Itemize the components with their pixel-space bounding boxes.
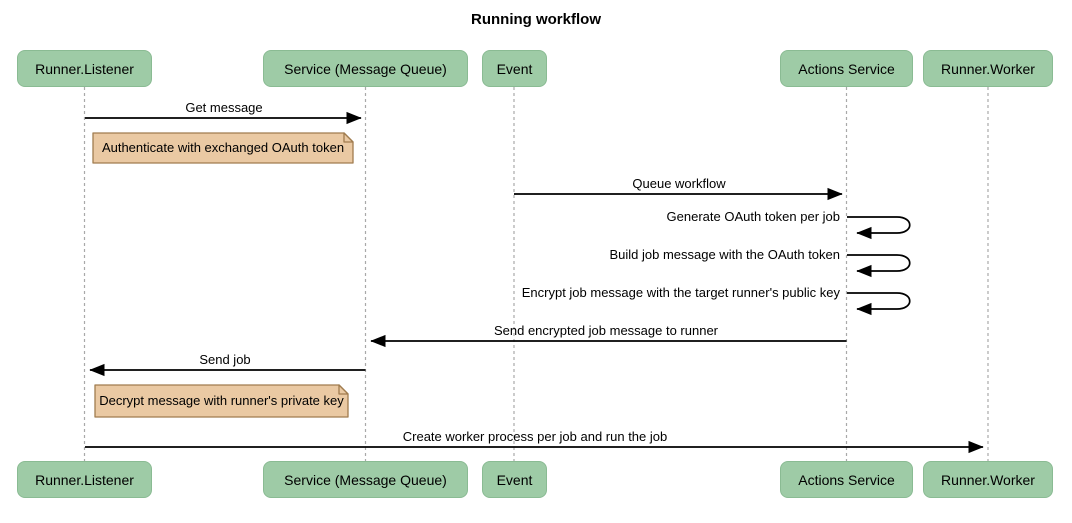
message-label-encrypt-job-message: Encrypt job message with the target runn… (521, 285, 840, 300)
participant-label: Runner.Listener (35, 60, 134, 77)
participant-label: Service (Message Queue) (284, 471, 447, 488)
participant-bottom-actions-service: Actions Service (780, 461, 913, 498)
participant-bottom-service-message-queue: Service (Message Queue) (263, 461, 468, 498)
participant-label: Actions Service (798, 60, 895, 77)
message-label-generate-oauth-token: Generate OAuth token per job (666, 209, 840, 224)
participant-label: Event (496, 60, 533, 77)
participant-bottom-runner-listener: Runner.Listener (17, 461, 152, 498)
participant-label: Service (Message Queue) (284, 60, 447, 77)
participant-label: Runner.Worker (941, 60, 1035, 77)
note-box-authenticate (92, 132, 354, 164)
message-label-get-message: Get message (185, 100, 263, 115)
message-arrows (85, 111, 984, 454)
message-label-create-worker-process: Create worker process per job and run th… (402, 429, 668, 444)
message-label-build-job-message: Build job message with the OAuth token (609, 247, 840, 262)
message-label-send-encrypted-job-message: Send encrypted job message to runner (493, 323, 719, 338)
note-fold-authenticate (343, 132, 354, 143)
note-label-decrypt: Decrypt message with runner's private ke… (99, 393, 344, 408)
self-arrow-generate-oauth-token (847, 216, 911, 240)
participant-label: Runner.Listener (35, 471, 134, 488)
participant-label: Actions Service (798, 471, 895, 488)
participant-top-service-message-queue: Service (Message Queue) (263, 50, 468, 87)
note-label-authenticate: Authenticate with exchanged OAuth token (101, 140, 345, 155)
message-label-queue-workflow: Queue workflow (632, 176, 726, 191)
self-arrow-encrypt-job-message (847, 292, 911, 316)
participant-bottom-event: Event (482, 461, 547, 498)
participant-label: Runner.Worker (941, 471, 1035, 488)
participant-top-actions-service: Actions Service (780, 50, 913, 87)
note-shapes (92, 132, 354, 418)
note-box-decrypt (94, 384, 349, 418)
self-arrow-build-job-message (847, 254, 911, 278)
note-fold-decrypt (338, 384, 349, 395)
message-label-send-job: Send job (199, 352, 251, 367)
diagram-title: Running workflow (471, 11, 601, 28)
participant-bottom-runner-worker: Runner.Worker (923, 461, 1053, 498)
lifelines (83, 87, 989, 461)
participant-top-runner-listener: Runner.Listener (17, 50, 152, 87)
participant-top-event: Event (482, 50, 547, 87)
participant-top-runner-worker: Runner.Worker (923, 50, 1053, 87)
participant-label: Event (496, 471, 533, 488)
